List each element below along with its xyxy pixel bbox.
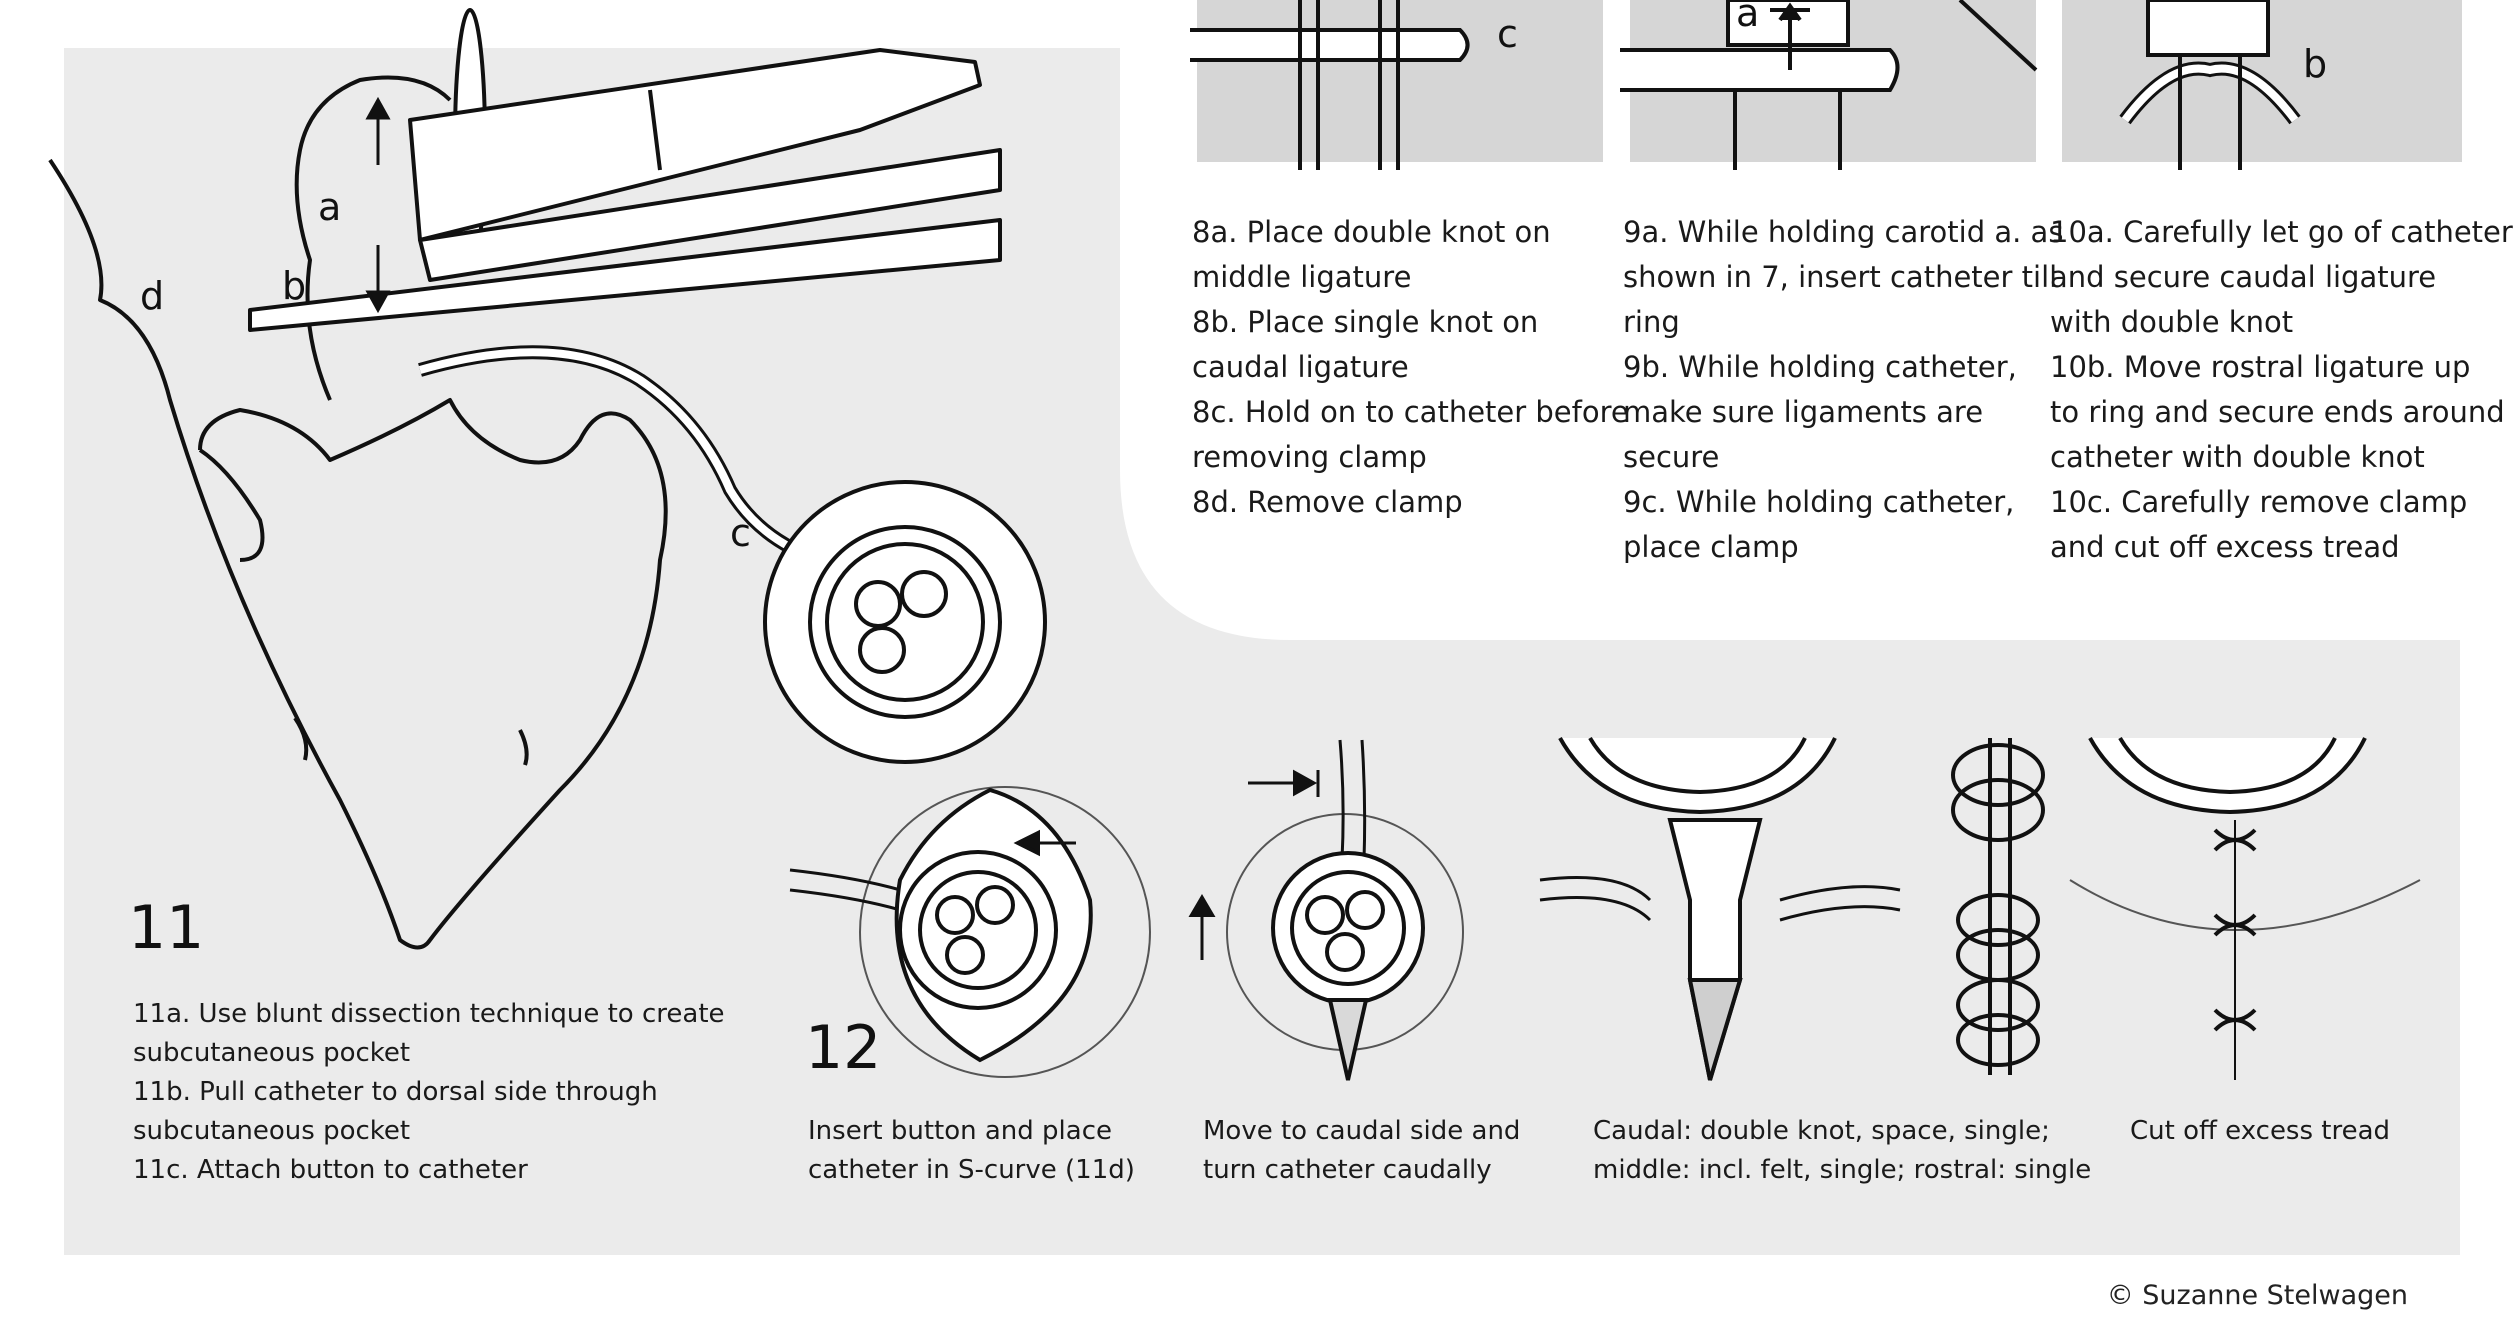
step9-line: ring [1623, 305, 1680, 339]
step11-line: 11a. Use blunt dissection technique to c… [133, 999, 725, 1029]
step8-line: 8b. Place single knot on [1192, 305, 1539, 339]
step8-line: 8a. Place double knot on [1192, 215, 1551, 249]
step11-line: subcutaneous pocket [133, 1038, 411, 1068]
step12-panel2-caption: Move to caudal side and turn catheter ca… [1203, 1112, 1520, 1190]
step11-line: 11b. Pull catheter to dorsal side throug… [133, 1077, 658, 1107]
step9-line: 9b. While holding catheter, [1623, 350, 2017, 384]
gray-panel [64, 48, 2460, 1255]
step8-label-c: c [1497, 12, 1518, 56]
step11-line: subcutaneous pocket [133, 1116, 411, 1146]
step9-line: make sure ligaments are [1623, 395, 1984, 429]
catheter-button-illustration [418, 345, 1047, 764]
caption-line: turn catheter caudally [1203, 1155, 1492, 1185]
step9-line: shown in 7, insert catheter till [1623, 260, 2058, 294]
caption-line: Move to caudal side and [1203, 1116, 1521, 1146]
caption-line: Cut off excess tread [2130, 1116, 2391, 1146]
step8-line: 8d. Remove clamp [1192, 485, 1463, 519]
step8-line: 8c. Hold on to catheter before [1192, 395, 1629, 429]
step11-label-c: c [730, 511, 751, 555]
step8-line: caudal ligature [1192, 350, 1409, 384]
step10-line: to ring and secure ends around [2050, 395, 2505, 429]
step12-number: 12 [805, 1013, 882, 1083]
step12-panel4-illustration [2069, 736, 2421, 1080]
step12-panel2-illustration [1188, 739, 1464, 1081]
step8-illustration [1190, 0, 1603, 170]
step11-number: 11 [128, 893, 205, 963]
caption-line: middle: incl. felt, single; rostral: sin… [1593, 1155, 2092, 1185]
step10-line: 10a. Carefully let go of catheter [2050, 215, 2513, 249]
step12-panel1-illustration [789, 786, 1151, 1078]
step9-line: 9a. While holding carotid a. as [1623, 215, 2064, 249]
step8-line: middle ligature [1192, 260, 1412, 294]
step11-instructions: 11a. Use blunt dissection technique to c… [133, 995, 725, 1190]
step8-instructions: 8a. Place double knot on middle ligature… [1192, 210, 1629, 525]
step11-label-b: b [282, 264, 307, 308]
step10-instructions: 10a. Carefully let go of catheter and se… [2050, 210, 2513, 570]
step11-label-d: d [140, 274, 165, 318]
step10-line: catheter with double knot [2050, 440, 2425, 474]
step10-line: and secure caudal ligature [2050, 260, 2437, 294]
direction-arrows [365, 96, 391, 314]
step12-panel1-caption: Insert button and place catheter in S-cu… [808, 1112, 1135, 1190]
step12-panel4-caption: Cut off excess tread [2130, 1112, 2390, 1151]
caption-line: catheter in S-curve (11d) [808, 1155, 1135, 1185]
step9-instructions: 9a. While holding carotid a. as shown in… [1623, 210, 2063, 570]
step11-line: 11c. Attach button to catheter [133, 1155, 528, 1185]
step9-label-a: a [1736, 0, 1760, 35]
step10-line: 10b. Move rostral ligature up [2050, 350, 2471, 384]
step9-illustration [1620, 0, 2038, 170]
step11-label-a: a [318, 185, 342, 229]
step10-label-b: b [2303, 42, 2328, 86]
step12-panel3-caption: Caudal: double knot, space, single; midd… [1593, 1112, 2091, 1190]
step9-line: place clamp [1623, 530, 1799, 564]
step8-line: removing clamp [1192, 440, 1427, 474]
tweezers-illustration [248, 48, 1002, 332]
step12-panel3-illustration [1539, 736, 2045, 1081]
step10-line: 10c. Carefully remove clamp [2050, 485, 2468, 519]
copyright-credit: © Suzanne Stelwagen [2106, 1280, 2408, 1311]
step10-illustration [2062, 0, 2462, 170]
step9-line: 9c. While holding catheter, [1623, 485, 2015, 519]
caption-line: Insert button and place [808, 1116, 1112, 1146]
caption-line: Caudal: double knot, space, single; [1593, 1116, 2050, 1146]
step10-line: with double knot [2050, 305, 2294, 339]
step9-line: secure [1623, 440, 1720, 474]
step10-line: and cut off excess tread [2050, 530, 2400, 564]
